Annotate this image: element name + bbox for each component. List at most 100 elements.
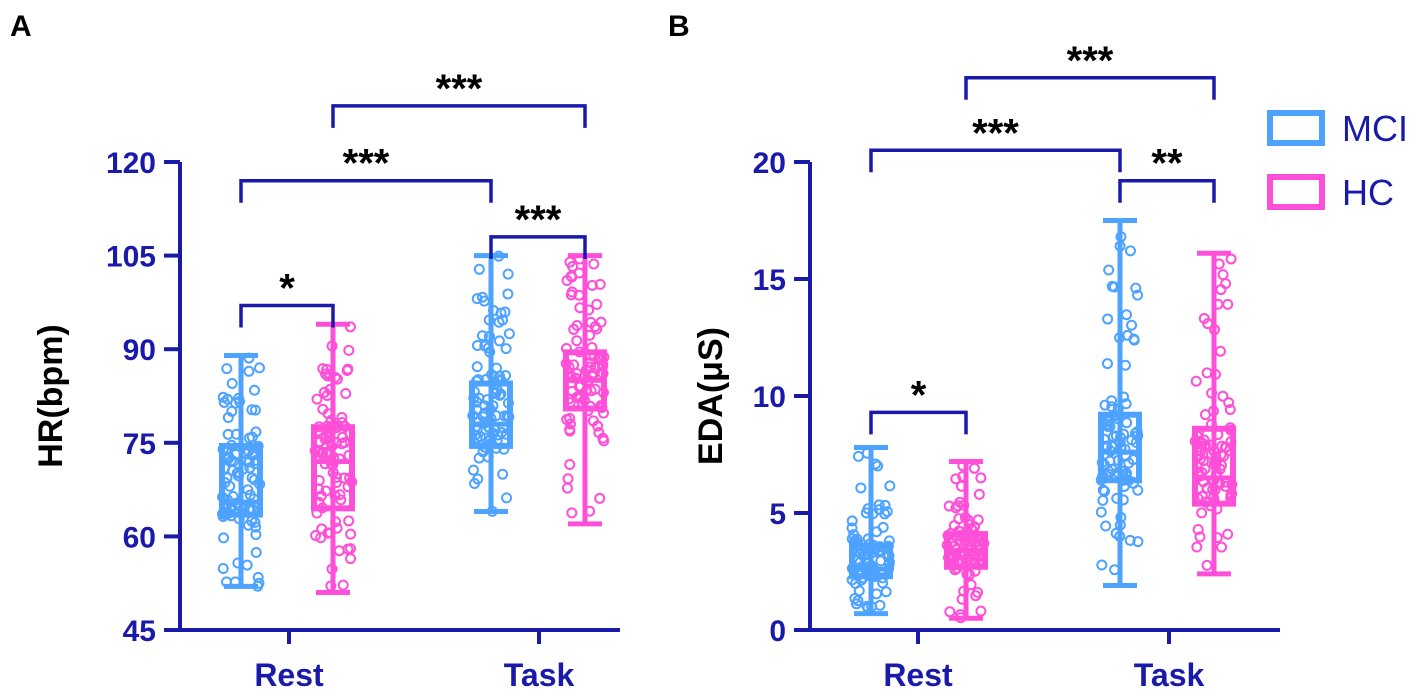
data-point xyxy=(1128,333,1140,345)
data-point xyxy=(860,507,872,519)
data-point xyxy=(503,328,515,340)
bracket-line xyxy=(239,303,335,328)
data-point xyxy=(310,530,322,542)
data-point xyxy=(312,445,324,457)
data-point xyxy=(341,364,353,376)
data-point xyxy=(253,577,265,589)
data-point xyxy=(249,384,261,396)
box-mci-rest xyxy=(216,352,266,592)
data-point xyxy=(1222,298,1234,310)
data-point xyxy=(573,346,585,358)
data-point xyxy=(944,606,956,618)
data-point xyxy=(495,374,507,386)
data-point xyxy=(566,271,578,283)
data-point xyxy=(958,499,970,511)
box-hc-rest xyxy=(941,459,990,624)
data-point xyxy=(471,361,483,373)
data-point xyxy=(246,404,258,416)
legend-label-mci: MCI xyxy=(1342,108,1408,149)
data-point xyxy=(474,431,486,443)
data-point xyxy=(1131,426,1143,438)
data-point xyxy=(221,363,233,375)
data-point xyxy=(1119,359,1131,371)
y-tick-label: 45 xyxy=(123,615,156,648)
x-tick-label: Rest xyxy=(883,657,953,693)
data-point xyxy=(1110,430,1122,442)
data-point xyxy=(949,564,961,576)
data-point xyxy=(950,473,962,485)
data-point xyxy=(1120,309,1132,321)
data-point xyxy=(872,460,884,472)
data-point xyxy=(1130,437,1142,449)
data-point xyxy=(467,410,479,422)
data-point xyxy=(971,531,983,543)
data-point xyxy=(563,361,575,373)
data-point xyxy=(493,250,505,262)
significance-stars: ** xyxy=(1151,142,1183,186)
data-point xyxy=(1205,500,1217,512)
data-point xyxy=(1192,492,1204,504)
data-point xyxy=(882,551,894,563)
data-point xyxy=(1197,455,1209,467)
data-point xyxy=(568,323,580,335)
data-point xyxy=(586,341,598,353)
data-point xyxy=(1110,527,1122,539)
data-point xyxy=(883,535,895,547)
data-point xyxy=(242,484,254,496)
x-tick-label: Task xyxy=(1134,657,1205,693)
data-point xyxy=(487,400,499,412)
data-point xyxy=(321,390,333,402)
data-point xyxy=(1217,269,1229,281)
significance-bracket: * xyxy=(239,267,335,328)
data-point xyxy=(1192,524,1204,536)
data-point xyxy=(476,291,488,303)
data-point xyxy=(1096,457,1108,469)
data-point xyxy=(598,407,610,419)
data-point xyxy=(472,374,484,386)
data-point xyxy=(244,462,256,474)
data-point xyxy=(1214,345,1226,357)
data-point xyxy=(852,595,864,607)
significance-bracket: *** xyxy=(239,142,493,203)
data-point xyxy=(243,352,255,364)
data-point xyxy=(594,278,606,290)
panel-letter: B xyxy=(668,10,690,43)
data-point xyxy=(877,572,889,584)
data-point xyxy=(584,505,596,517)
data-point xyxy=(1124,534,1136,546)
data-point xyxy=(243,432,255,444)
data-point xyxy=(1189,435,1201,447)
data-point xyxy=(250,529,262,541)
data-point xyxy=(499,410,511,422)
significance-stars: * xyxy=(911,373,927,417)
data-point xyxy=(1212,298,1224,310)
data-point xyxy=(1095,506,1107,518)
data-point xyxy=(1224,403,1236,415)
data-point xyxy=(1111,492,1123,504)
data-point xyxy=(1223,397,1235,409)
data-point xyxy=(580,364,592,376)
data-point xyxy=(593,426,605,438)
data-point xyxy=(477,446,489,458)
data-point xyxy=(1095,474,1107,486)
data-point xyxy=(218,396,230,408)
data-point xyxy=(346,476,358,488)
data-point xyxy=(883,556,895,568)
data-point xyxy=(571,335,583,347)
data-point xyxy=(253,362,265,374)
data-point xyxy=(955,480,967,492)
data-point xyxy=(871,526,883,538)
data-point xyxy=(322,426,334,438)
data-point xyxy=(497,468,509,480)
data-point xyxy=(1201,559,1213,571)
data-point xyxy=(564,458,576,470)
data-point xyxy=(846,574,858,586)
data-point xyxy=(571,391,583,403)
data-point xyxy=(243,365,255,377)
data-point xyxy=(598,351,610,363)
data-point xyxy=(959,512,971,524)
data-point xyxy=(221,576,233,588)
